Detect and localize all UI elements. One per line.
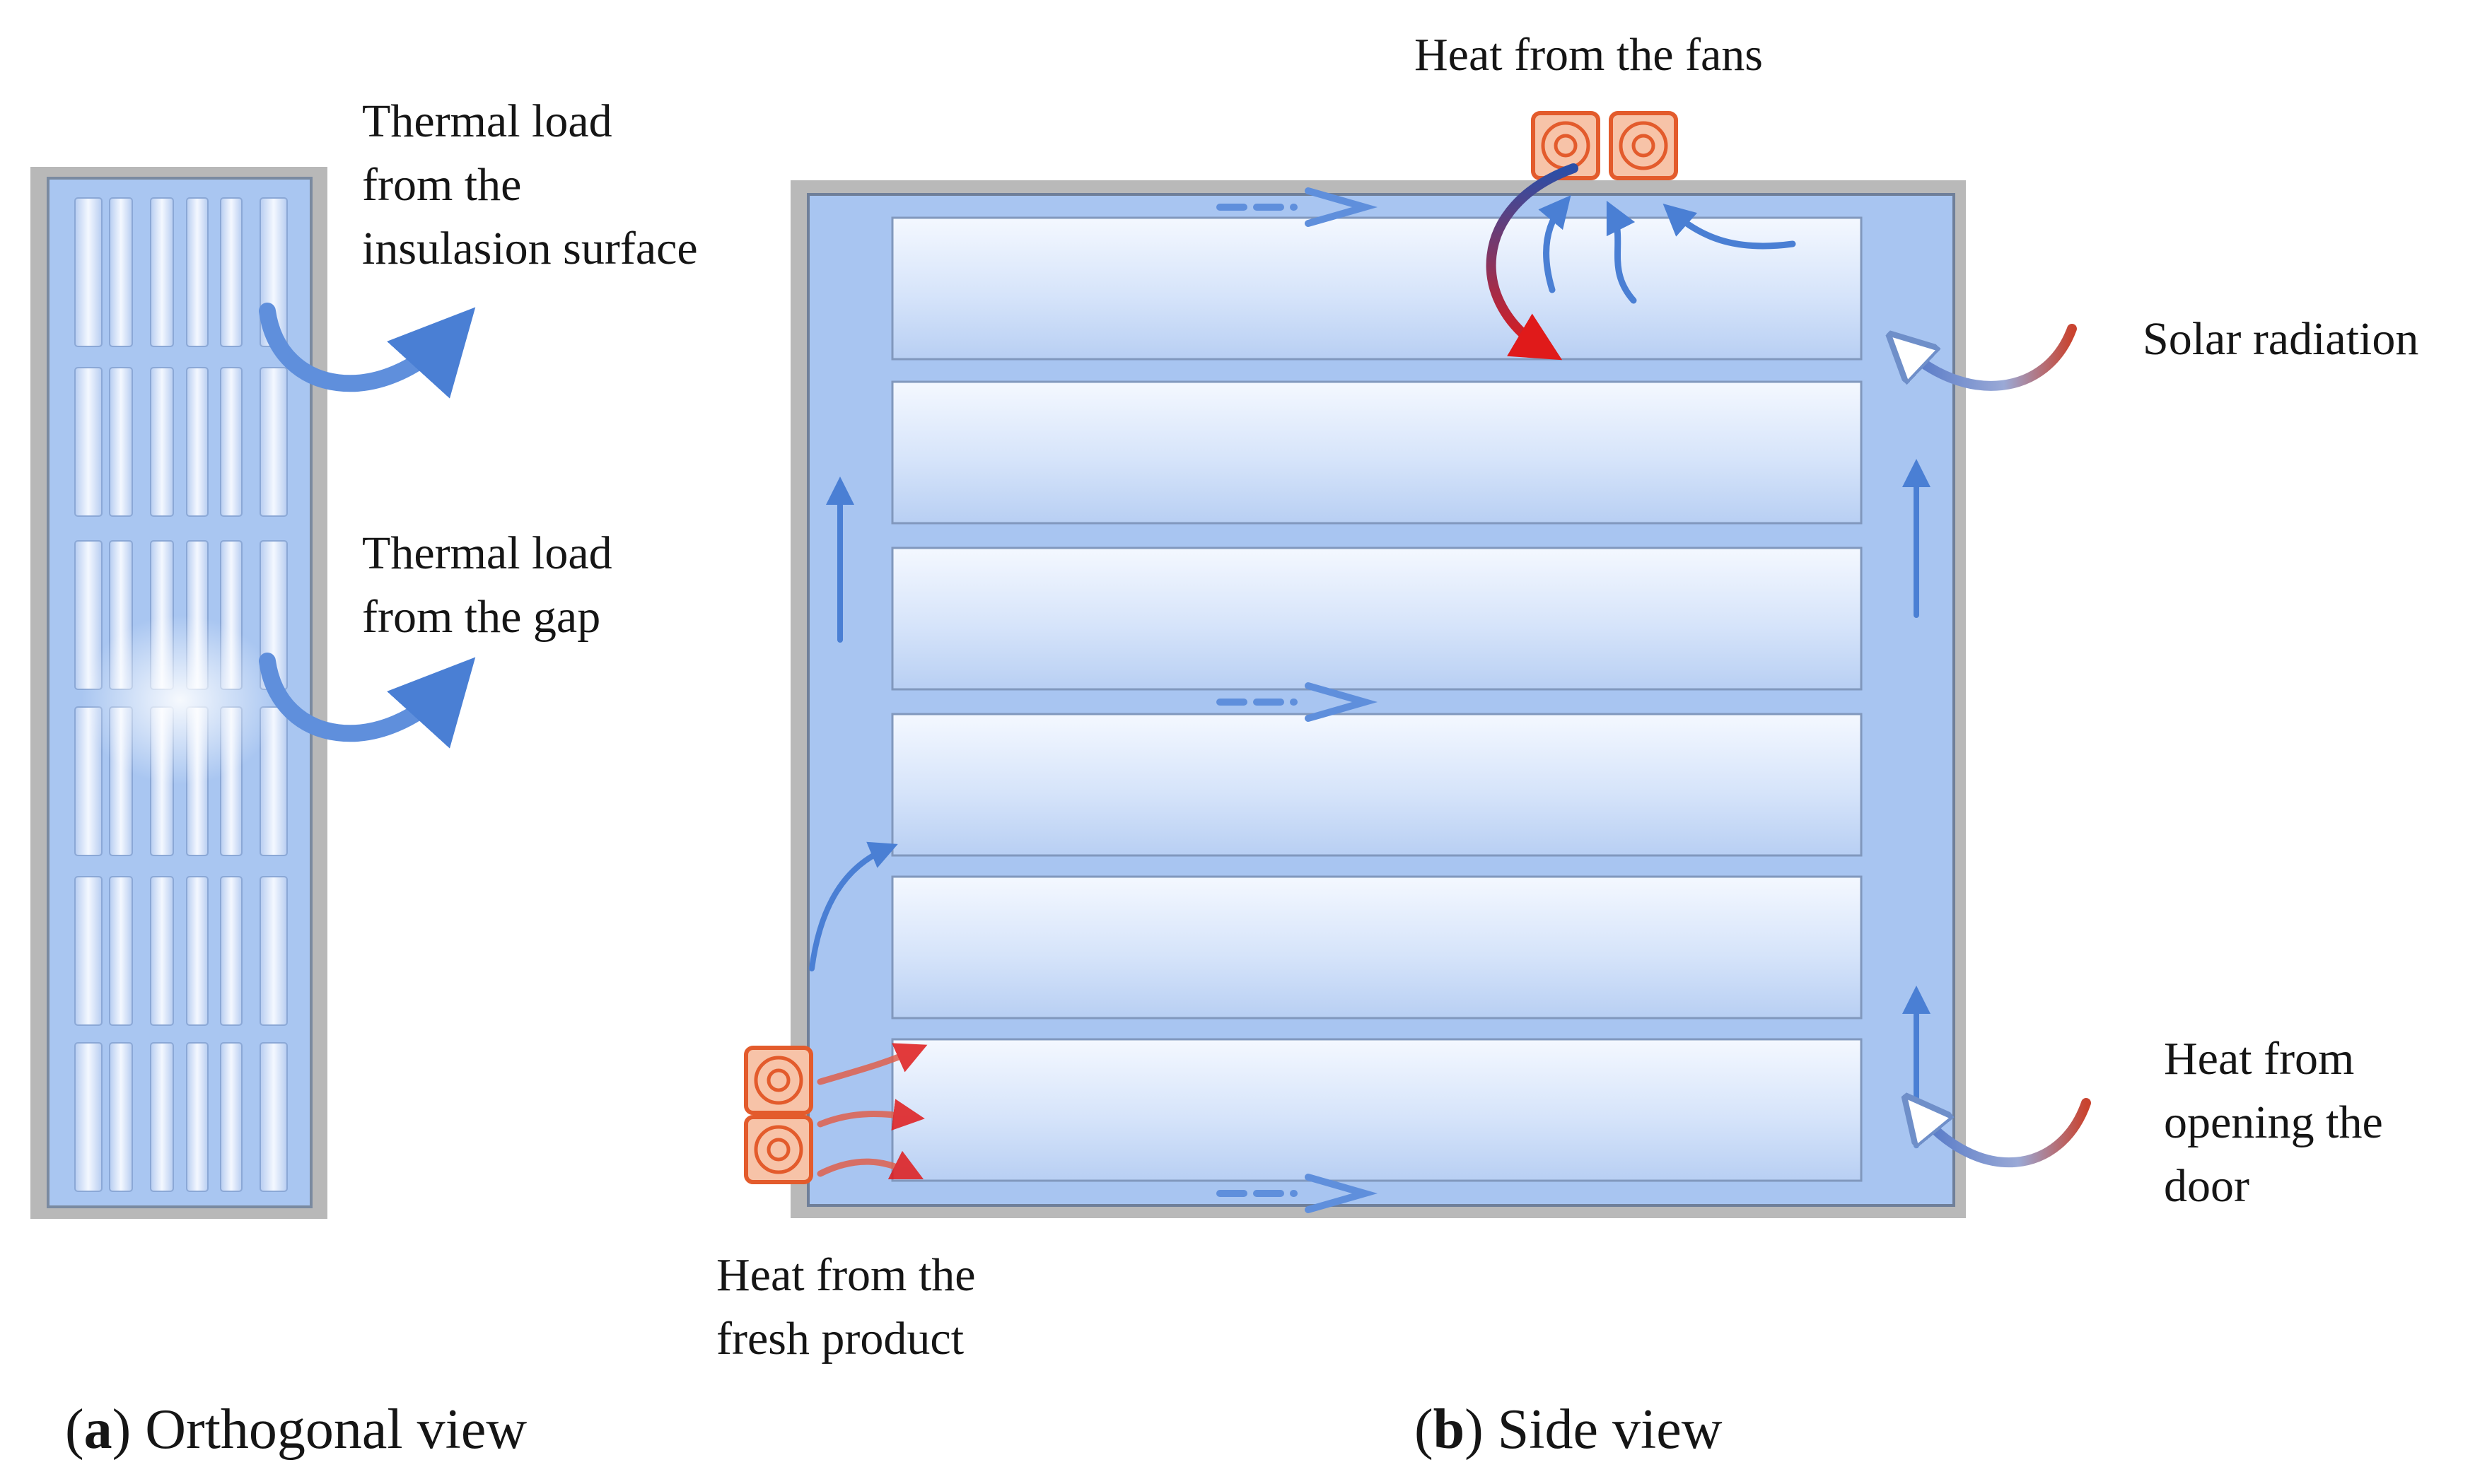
caption-b: (b) Side view: [1414, 1398, 1723, 1461]
pallet-slot: [186, 876, 209, 1026]
product-fan-1: [744, 1046, 813, 1115]
label-door-line-3: door: [2164, 1160, 2249, 1212]
pallet-slot: [74, 1042, 103, 1192]
pallet-slot: [109, 367, 133, 517]
label-product-line-1: Heat from the: [716, 1249, 976, 1301]
pallet-slot: [260, 1042, 288, 1192]
fan-heat-arrow: [1486, 163, 1578, 361]
pallet-slot: [74, 367, 103, 517]
caption-b-letter: b: [1433, 1398, 1465, 1461]
product-fan-2: [744, 1115, 813, 1184]
caption-b-text: Side view: [1497, 1398, 1723, 1461]
shelves: [891, 216, 1863, 1182]
label-solar-radiation: Solar radiation: [2143, 313, 2419, 365]
airflow-arrows: [1216, 187, 1378, 1213]
caption-a-letter: a: [83, 1398, 112, 1461]
insulation-heat-arrow: [259, 303, 476, 399]
pallet-slot: [109, 876, 133, 1026]
label-insulation-line-3: insulasion surface: [362, 223, 698, 274]
pallet-slot: [260, 367, 288, 517]
container-interior-b: [807, 193, 1955, 1207]
gap-heat-arrow: [259, 653, 476, 749]
caption-a: (a) Orthogonal view: [65, 1398, 528, 1461]
label-gap-load: Thermal load from the gap: [362, 522, 612, 649]
pallet-slot: [220, 367, 243, 517]
pallet-slot: [74, 197, 103, 347]
pallet-slot: [260, 876, 288, 1026]
pallet-slot: [220, 1042, 243, 1192]
label-door-heat: Heat from opening the door: [2164, 1027, 2383, 1218]
shelf: [891, 380, 1863, 525]
pallet-slot: [109, 1042, 133, 1192]
label-product-line-2: fresh product: [716, 1313, 965, 1365]
shelf: [891, 1038, 1863, 1182]
label-insulation-line-2: from the: [362, 159, 522, 211]
label-heat-fans: Heat from the fans: [1414, 29, 1763, 81]
product-heat-arrows: [817, 1043, 928, 1180]
label-door-line-2: opening the: [2164, 1097, 2383, 1148]
light-glow: [81, 615, 279, 785]
pallet-slot: [220, 876, 243, 1026]
pallet-slot: [186, 1042, 209, 1192]
pallet-slot: [186, 367, 209, 517]
pallet-slot: [150, 367, 174, 517]
label-gap-line-1: Thermal load: [362, 527, 612, 579]
pallet-slot: [150, 197, 174, 347]
pallet-slot: [186, 197, 209, 347]
shelf: [891, 216, 1863, 361]
shelf: [891, 547, 1863, 691]
pallet-slots: [74, 197, 288, 1192]
fan-intake-arrows: [1538, 195, 1796, 304]
label-fresh-product: Heat from the fresh product: [716, 1244, 976, 1371]
fan-top-1: [1531, 111, 1600, 180]
fan-top-2: [1609, 111, 1678, 180]
label-insulation-load: Thermal load from the insulasion surface: [362, 90, 698, 281]
pallet-slot: [150, 876, 174, 1026]
pallet-slot: [150, 1042, 174, 1192]
solar-radiation-arrow: [1902, 324, 2077, 391]
orthogonal-view-panel: [30, 167, 476, 1219]
pallet-slot: [220, 197, 243, 347]
pallet-slot: [109, 197, 133, 347]
pallet-slot: [74, 876, 103, 1026]
label-insulation-line-1: Thermal load: [362, 95, 612, 147]
shelf: [891, 713, 1863, 857]
label-gap-line-2: from the gap: [362, 591, 601, 643]
door-heat-arrow: [1916, 1103, 2091, 1168]
shelf: [891, 875, 1863, 1019]
caption-a-text: Orthogonal view: [145, 1398, 528, 1461]
side-view-panel: [744, 111, 2091, 1218]
label-door-line-1: Heat from: [2164, 1033, 2355, 1085]
